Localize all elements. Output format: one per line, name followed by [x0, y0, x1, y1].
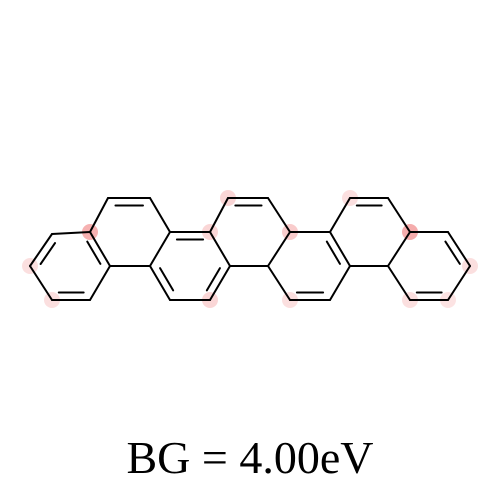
bond-c7-c8	[209, 231, 231, 267]
double-bond-inner-c6-c7	[205, 267, 221, 292]
double-bond-inner-a1-a2	[39, 242, 57, 266]
bond-a1-a2	[29, 233, 53, 267]
atom-highlights	[22, 190, 478, 308]
bond-e6-e7	[329, 265, 351, 301]
bond-c6-c7	[209, 265, 231, 301]
bond-c8-d3	[209, 197, 229, 233]
double-bond-inner-e7-e8	[325, 240, 341, 265]
bond-a3-a4	[89, 231, 111, 267]
bond-f4-f5	[387, 197, 411, 233]
bond-f5-g4	[387, 231, 411, 267]
bond-g7-g8	[447, 231, 471, 267]
bond-e8-f3	[329, 197, 351, 233]
bond-a2-a3	[51, 231, 91, 235]
bond-g4-g5	[387, 265, 411, 301]
bond-d5-e4	[267, 231, 291, 267]
band-gap-caption: BG = 4.00eV	[126, 432, 374, 483]
bond-e7-e8	[329, 231, 351, 267]
double-bond-inner-g7-g8	[444, 240, 461, 265]
bond-a4-a5	[89, 265, 111, 301]
bond-a3-b3	[89, 197, 109, 233]
double-bond-inner-c4-c5	[159, 267, 175, 292]
bond-d4-d5	[267, 197, 291, 233]
bond-g6-g7	[447, 265, 471, 301]
bond-b4-b5	[149, 197, 171, 233]
bond-a6-a1	[29, 265, 53, 301]
bond-e4-e5	[267, 265, 291, 301]
double-bond-inner-a3-a4	[86, 240, 102, 265]
bond-lines	[29, 197, 471, 301]
bond-b5-c4	[149, 231, 171, 267]
bond-c4-c5	[149, 265, 171, 301]
